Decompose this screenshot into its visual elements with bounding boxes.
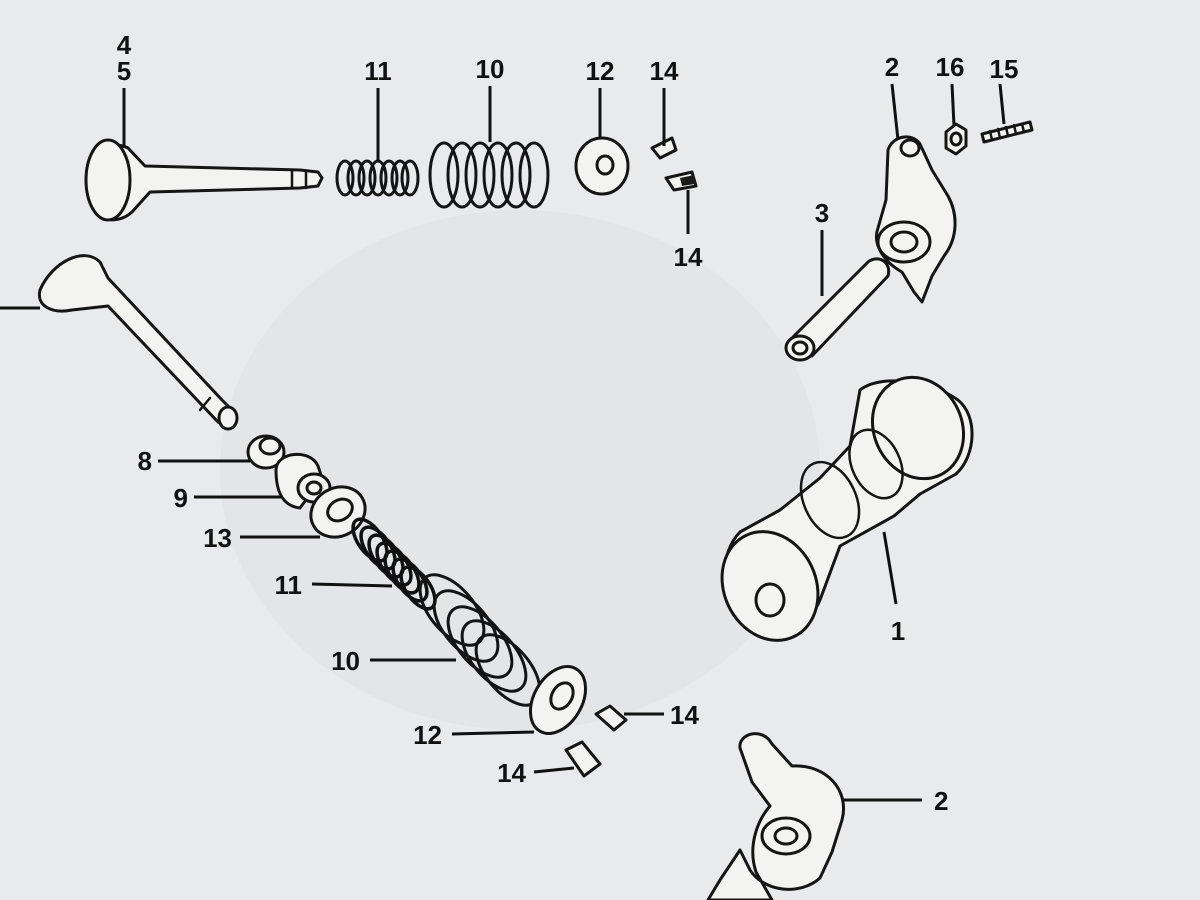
callout-top-valve-5: 5 xyxy=(117,56,131,86)
callout-bottom-inner-spring: 11 xyxy=(275,570,303,600)
top-screw xyxy=(980,120,1034,144)
callout-top-retainer: 12 xyxy=(586,56,615,86)
top-retainer xyxy=(574,136,630,196)
top-outer-spring xyxy=(428,141,550,209)
rocker-shaft xyxy=(784,257,891,362)
callout-bottom-cotter-b: 14 xyxy=(497,758,526,788)
spring-seat-collar xyxy=(274,452,332,510)
callout-bottom-outer-spring: 10 xyxy=(331,646,360,676)
camshaft xyxy=(720,375,974,642)
callout-spring-seat-washer: 13 xyxy=(203,523,232,553)
callout-bottom-cotter-a: 14 xyxy=(670,700,699,730)
callout-bottom-retainer: 12 xyxy=(413,720,442,750)
callout-top-valve-4: 4 xyxy=(117,30,132,60)
lower-valve xyxy=(37,254,239,431)
callout-bottom-rocker-arm: 2 xyxy=(934,786,948,816)
callout-top-cotter-a: 14 xyxy=(650,56,679,86)
top-nut xyxy=(944,122,968,156)
spring-seat-washer xyxy=(309,485,367,539)
callout-top-screw: 15 xyxy=(990,54,1019,84)
top-inner-spring xyxy=(335,159,420,197)
callout-top-cotter-b: 14 xyxy=(674,242,703,272)
callout-spring-seat-collar: 9 xyxy=(174,483,188,513)
callout-top-inner-spring: 11 xyxy=(364,56,392,86)
callout-top-outer-spring: 10 xyxy=(476,54,505,84)
callout-top-nut: 16 xyxy=(936,52,965,82)
bottom-retainer xyxy=(529,665,587,735)
paper-shadow xyxy=(220,210,820,730)
top-cotter-b xyxy=(664,170,698,192)
leader-lines xyxy=(0,83,1006,802)
callout-top-rocker-arm: 2 xyxy=(885,52,899,82)
bottom-cotter-b xyxy=(564,740,602,778)
callout-rocker-shaft: 3 xyxy=(815,198,829,228)
callout-camshaft: 1 xyxy=(891,616,905,646)
stem-seal xyxy=(246,434,286,470)
top-valve xyxy=(84,138,324,222)
callout-stem-seal: 8 xyxy=(138,446,152,476)
bottom-cotter-a xyxy=(594,704,628,732)
bottom-rocker-arm xyxy=(706,732,845,900)
callout-labels: 4 5 11 10 12 14 14 2 16 15 3 1 8 9 13 11… xyxy=(117,30,1019,816)
bottom-inner-spring xyxy=(351,517,437,611)
top-rocker-arm xyxy=(875,135,957,304)
